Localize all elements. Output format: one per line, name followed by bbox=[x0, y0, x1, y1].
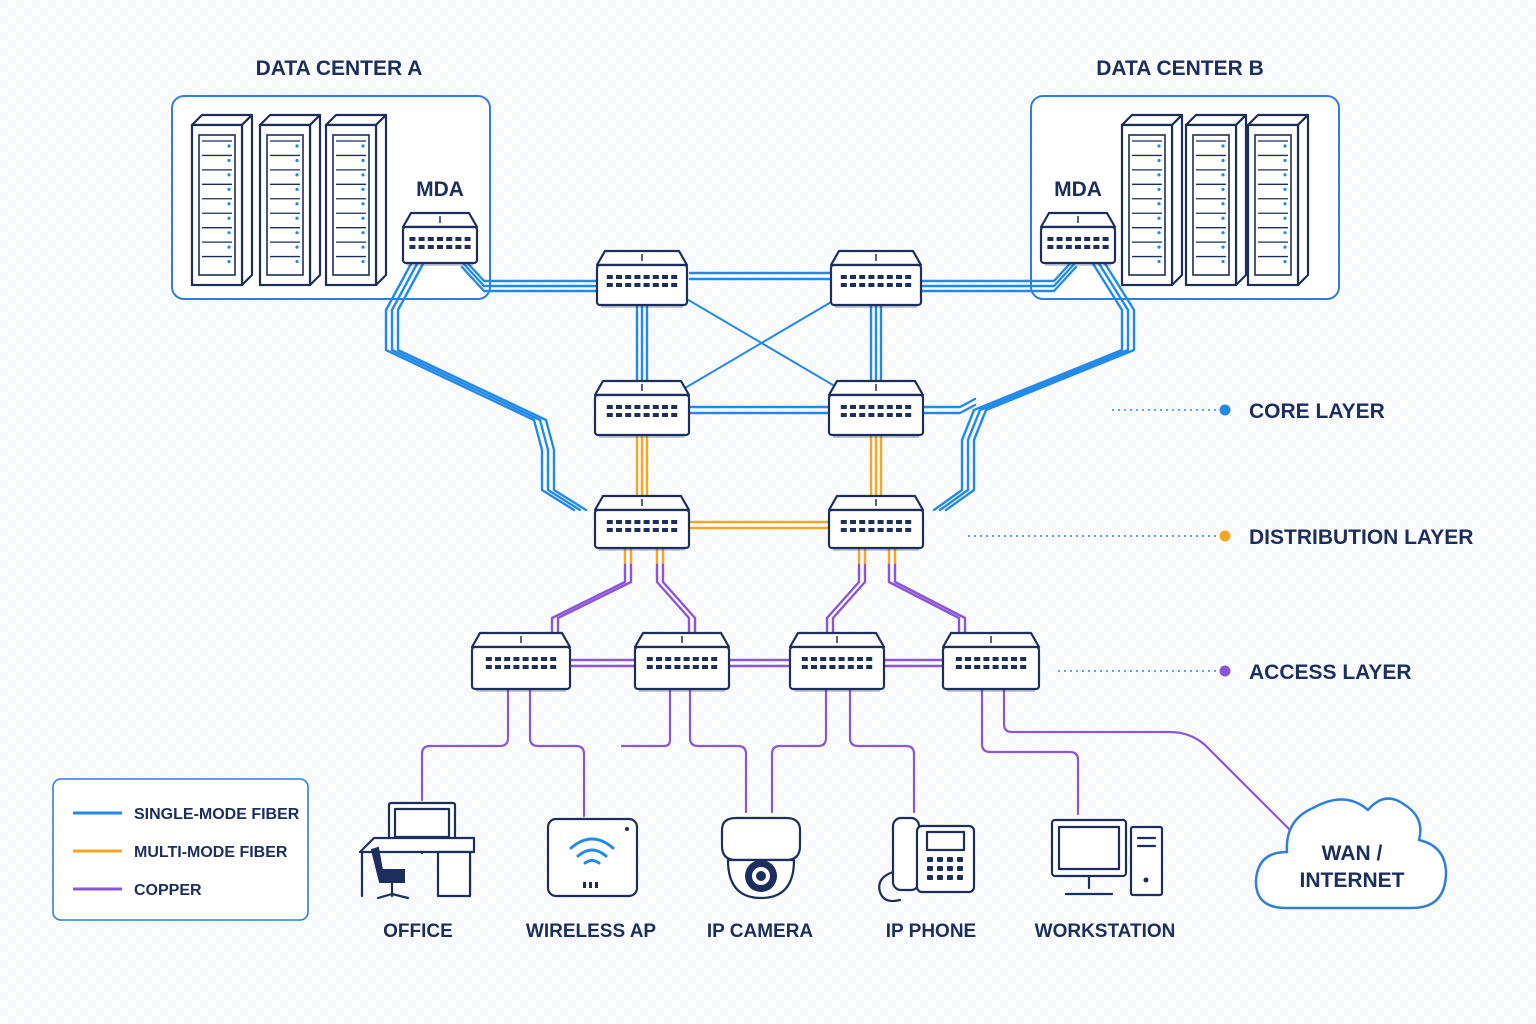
endpoint-label-ip-phone: IP PHONE bbox=[886, 921, 976, 942]
cable-acc4-to-workstation bbox=[980, 688, 1080, 816]
ip-camera-icon bbox=[720, 816, 802, 900]
mda-switch-a bbox=[401, 211, 479, 266]
core-switch-mid-left bbox=[593, 379, 691, 438]
legend-label-copper: COPPER bbox=[134, 882, 202, 899]
cable-core-to-dist-left bbox=[635, 434, 649, 500]
server-rack-a3 bbox=[324, 113, 388, 287]
cable-dist-r-to-acc-3-mm bbox=[857, 546, 867, 567]
core-switch-top-right bbox=[829, 249, 923, 308]
core-layer-dot bbox=[1219, 404, 1231, 416]
data-center-a-title: DATA CENTER A bbox=[256, 57, 423, 80]
cable-core-to-dist-right bbox=[869, 434, 883, 500]
layer-leaders bbox=[968, 409, 1220, 672]
wireless-ap-icon bbox=[546, 817, 639, 898]
endpoint-label-workstation: WORKSTATION bbox=[1035, 921, 1176, 942]
cable-acc-link-3 bbox=[882, 658, 946, 668]
cable-acc-link-2 bbox=[726, 658, 792, 668]
mda-switch-b bbox=[1039, 211, 1117, 266]
cable-acc3-to-phone bbox=[848, 688, 916, 814]
server-rack-b1 bbox=[1120, 113, 1184, 287]
cable-dist-l-to-acc-1-cu bbox=[550, 563, 633, 636]
workstation-icon bbox=[1050, 818, 1164, 897]
cable-mda-a-to-dist-l bbox=[384, 260, 588, 512]
cable-acc1-to-office bbox=[420, 688, 510, 802]
cable-dist-link bbox=[688, 520, 834, 530]
cable-dist-l-to-acc-2-cu bbox=[655, 563, 697, 636]
distribution-layer-label: DISTRIBUTION LAYER bbox=[1249, 526, 1473, 549]
cable-acc-link-1 bbox=[568, 658, 638, 668]
server-rack-a2 bbox=[258, 113, 322, 287]
cable-acc2-to-camera bbox=[688, 688, 748, 814]
legend: SINGLE-MODE FIBER MULTI-MODE FIBER COPPE… bbox=[52, 778, 309, 921]
endpoint-label-ip-camera: IP CAMERA bbox=[707, 921, 814, 942]
cable-acc3-to-camera bbox=[770, 688, 828, 814]
server-rack-b2 bbox=[1184, 113, 1248, 287]
cable-dist-r-to-acc-3-cu bbox=[825, 563, 867, 636]
cable-core-cross-2 bbox=[684, 297, 839, 389]
switches bbox=[401, 211, 1117, 692]
endpoint-label-wireless-ap: WIRELESS AP bbox=[526, 921, 657, 942]
legend-label-single-mode: SINGLE-MODE FIBER bbox=[134, 806, 300, 823]
office-desk-icon bbox=[358, 801, 476, 900]
endpoint-label-office: OFFICE bbox=[383, 921, 453, 942]
server-rack-b3 bbox=[1246, 113, 1310, 287]
cable-core-mid-link bbox=[688, 405, 834, 415]
ip-phone-icon bbox=[878, 816, 976, 903]
distribution-switch-left bbox=[593, 494, 691, 551]
cable-acc1-to-ap bbox=[528, 688, 586, 818]
access-switch-2 bbox=[633, 631, 731, 692]
wan-label-line2: INTERNET bbox=[1300, 869, 1405, 892]
mda-b-label: MDA bbox=[1054, 178, 1102, 201]
access-switch-4 bbox=[941, 631, 1041, 692]
cable-acc4-to-wan bbox=[1002, 688, 1292, 832]
cable-mda-a-to-core-tl bbox=[460, 255, 602, 293]
cloud-icon bbox=[1254, 797, 1448, 910]
core-layer-label: CORE LAYER bbox=[1249, 400, 1385, 423]
server-racks bbox=[190, 113, 1310, 287]
cable-dist-l-to-acc-2-mm bbox=[655, 546, 665, 567]
cable-core-vert-left bbox=[635, 304, 649, 382]
cable-mda-b-to-core-tr bbox=[916, 255, 1078, 293]
cable-dist-r-to-acc-4-mm bbox=[887, 546, 897, 567]
core-switch-top-left bbox=[595, 249, 689, 308]
cable-core-vert-right bbox=[869, 304, 883, 382]
distribution-switch-right bbox=[827, 494, 925, 551]
distribution-layer-dot bbox=[1219, 530, 1231, 542]
access-layer-label: ACCESS LAYER bbox=[1249, 661, 1412, 684]
access-switch-3 bbox=[788, 631, 886, 692]
access-layer-dot bbox=[1219, 665, 1231, 677]
legend-label-multi-mode: MULTI-MODE FIBER bbox=[134, 844, 288, 861]
cable-mda-b-to-dist-r bbox=[932, 260, 1136, 512]
cable-core-mr-to-riser bbox=[920, 397, 977, 415]
mda-a-label: MDA bbox=[416, 178, 464, 201]
cable-dist-r-to-acc-4-cu bbox=[887, 563, 967, 636]
cable-dist-l-to-acc-1-mm bbox=[623, 546, 633, 567]
data-center-b-title: DATA CENTER B bbox=[1096, 57, 1264, 80]
wan-label-line1: WAN / bbox=[1322, 842, 1383, 865]
cable-core-top-link bbox=[688, 271, 834, 281]
server-rack-a1 bbox=[190, 113, 254, 287]
cable-acc2-stub bbox=[620, 688, 672, 748]
cable-runs bbox=[384, 255, 1292, 832]
access-switch-1 bbox=[470, 631, 572, 692]
core-switch-mid-right bbox=[827, 379, 925, 438]
